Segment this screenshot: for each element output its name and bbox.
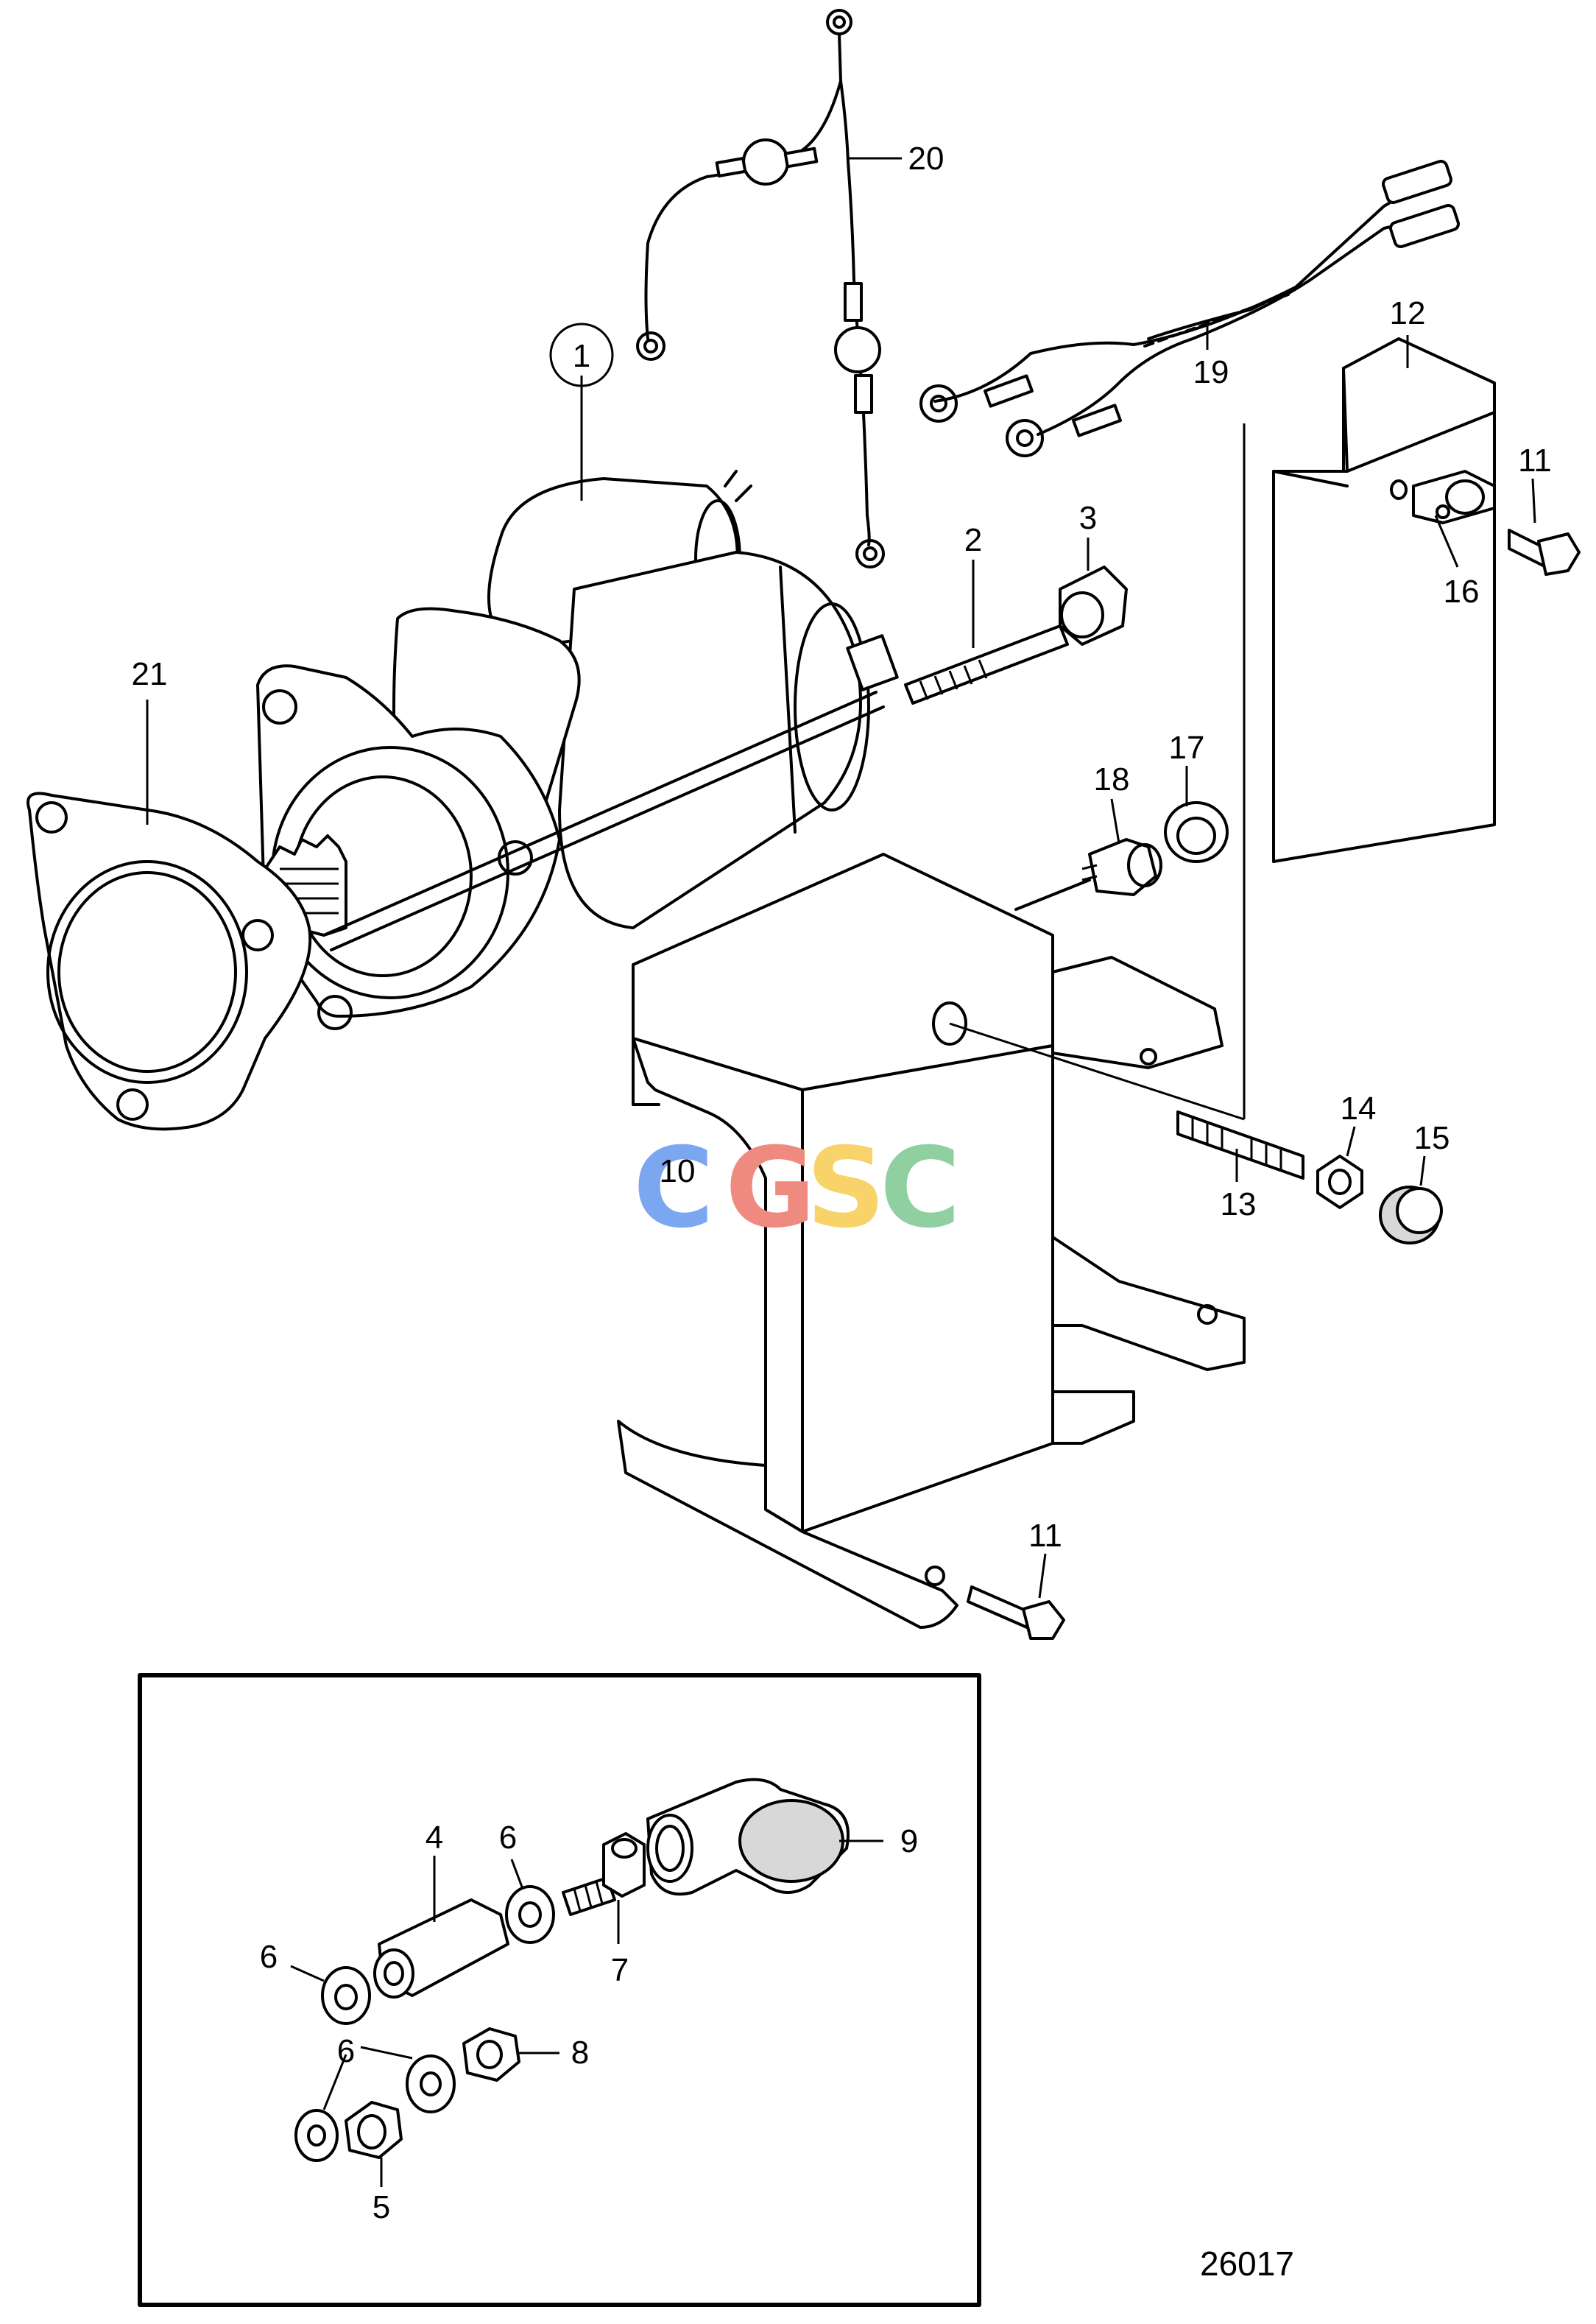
callout-6b: 6: [499, 1820, 517, 1856]
elbow-boot-9: [646, 1778, 883, 1896]
watermark-letter-s: S: [806, 1124, 886, 1253]
callout-7: 7: [611, 1952, 629, 1988]
stud-13: [1176, 1110, 1304, 1182]
cap-15: [1379, 1155, 1443, 1244]
spacer-4: [373, 1856, 509, 1999]
bolt-11-lower: [967, 1553, 1065, 1640]
watermark-letter-c2: C: [880, 1124, 961, 1253]
callout-5: 5: [372, 2189, 390, 2225]
callout-6a: 6: [260, 1939, 278, 1975]
callout-19: 19: [1193, 354, 1229, 390]
sensor-18: [1014, 798, 1162, 911]
callout-9: 9: [900, 1823, 918, 1859]
callout-11a: 11: [1518, 443, 1552, 479]
callout-13: 13: [1221, 1186, 1257, 1222]
callout-8: 8: [571, 2035, 589, 2071]
callout-2: 2: [964, 522, 982, 558]
clamp-16: [1412, 470, 1496, 568]
nut-3: [1059, 538, 1128, 646]
callout-1: 1: [573, 338, 590, 374]
cable-19: [919, 160, 1460, 457]
watermark-letter-c1: C: [633, 1124, 714, 1253]
wire-harness-20: [636, 9, 902, 568]
washer-6c: [294, 2046, 456, 2162]
gasket-21: [27, 700, 312, 1131]
nut-14: [1316, 1126, 1363, 1209]
watermark: C G S C: [633, 1124, 961, 1253]
inset-frame: [138, 1673, 981, 2307]
callout-3: 3: [1079, 500, 1097, 536]
bolt-11-upper: [1508, 478, 1581, 576]
callout-21: 21: [132, 656, 168, 692]
bracket-box-10: [617, 423, 1246, 1629]
callout-17: 17: [1169, 730, 1205, 766]
stud-2: [904, 560, 1069, 705]
washer-6b: [505, 1859, 555, 1944]
callout-11b: 11: [1028, 1518, 1062, 1554]
callout-14: 14: [1341, 1091, 1377, 1127]
callout-20: 20: [908, 141, 944, 177]
cover-12: [1272, 335, 1496, 863]
nut-5: [345, 2101, 403, 2187]
callout-18: 18: [1094, 761, 1130, 797]
drawing-number: 26017: [1200, 2244, 1294, 2283]
callout-6c: 6: [337, 2033, 355, 2069]
callout-16: 16: [1444, 574, 1480, 610]
nut-8: [462, 2027, 559, 2082]
pin-7: [562, 1832, 646, 1944]
watermark-letter-g: G: [725, 1124, 816, 1253]
washer-6a: [290, 1965, 371, 2025]
callout-4: 4: [426, 1820, 443, 1856]
callouts: 1 2 3 4 5 6 6 6 7 8 9 10 11 11 12 13 14 …: [132, 141, 1552, 2225]
callout-15: 15: [1414, 1120, 1450, 1156]
starter-motor-1: [256, 376, 899, 1030]
callout-12: 12: [1390, 295, 1426, 331]
seal-17: [1164, 766, 1229, 863]
callout-10: 10: [660, 1153, 696, 1189]
